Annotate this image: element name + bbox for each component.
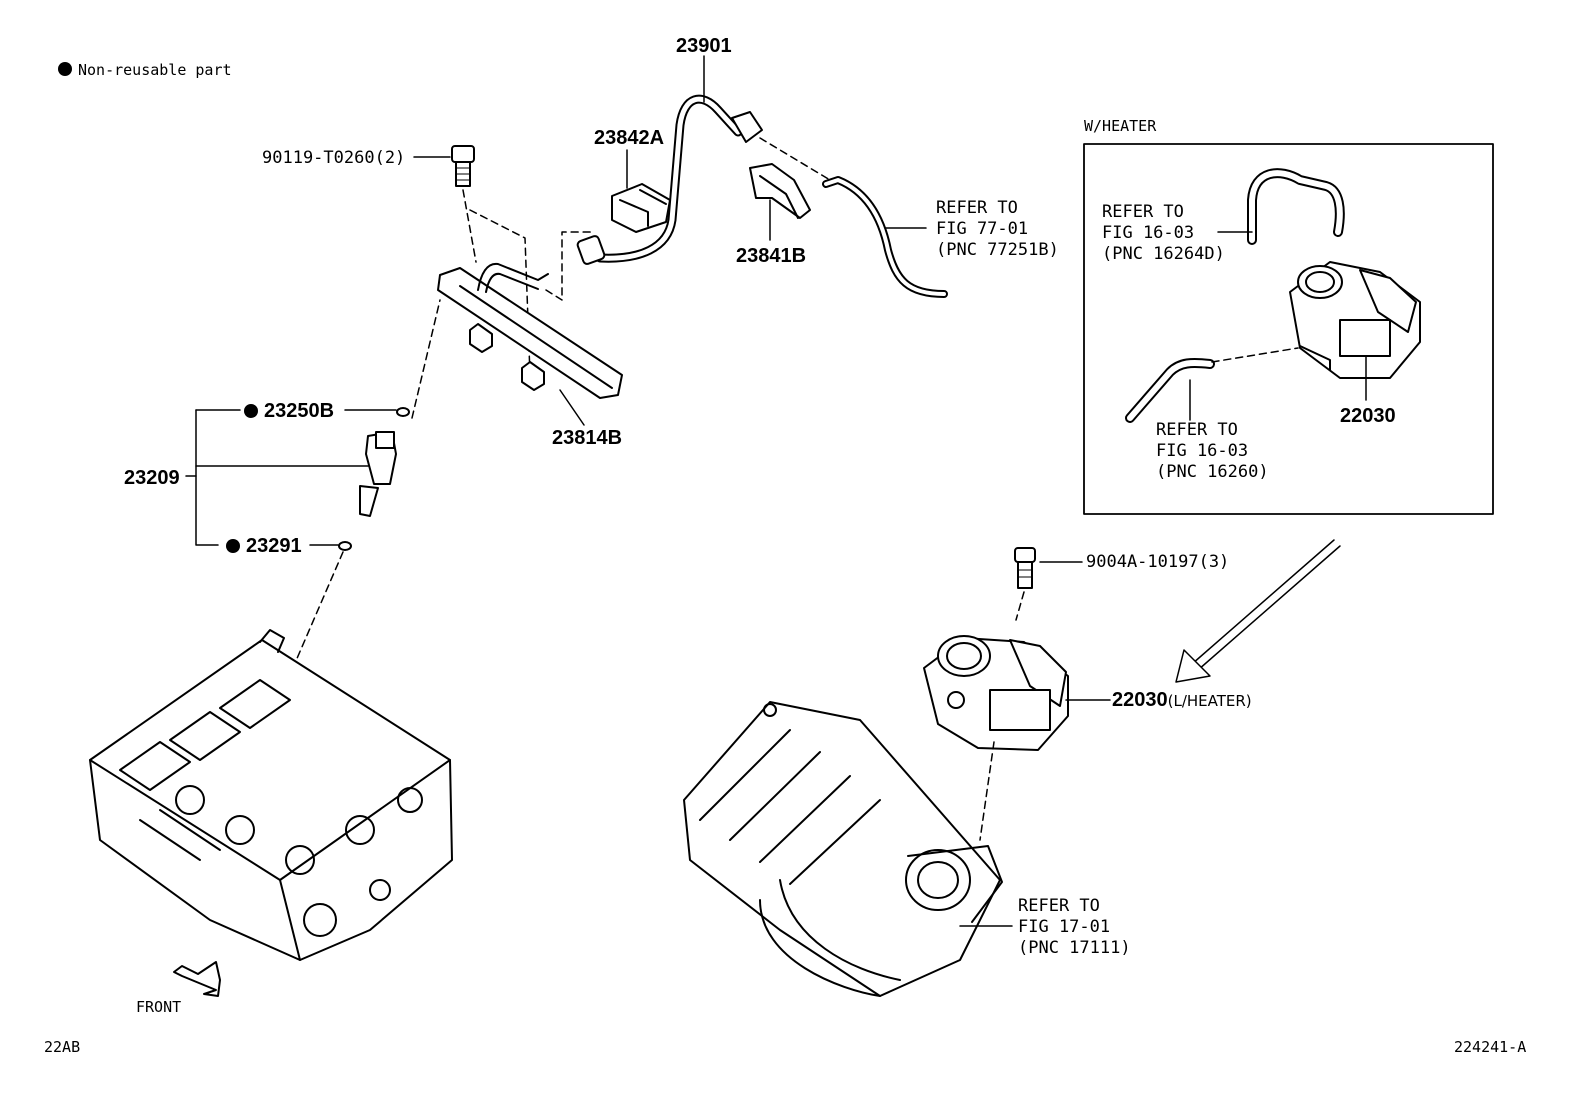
part-23291: 23291: [226, 536, 302, 556]
part-23814b: 23814B: [552, 427, 623, 449]
throttle-body-heater-icon: [1289, 261, 1421, 379]
clamp-23841b-icon: [749, 163, 811, 219]
part-22030-main: 22030(L/HEATER): [1112, 690, 1252, 710]
part-22030-heater: 22030: [1340, 405, 1396, 427]
clip-23842a-icon: [611, 183, 671, 233]
footer-right-code: 224241-A: [1454, 1038, 1527, 1056]
footer-left-code: 22AB: [44, 1038, 81, 1056]
non-reusable-dot-icon: [58, 62, 72, 76]
injector-icon: [338, 407, 410, 551]
part-23250b-number: 23250B: [264, 400, 335, 422]
refer-fig-77-01: REFER TO FIG 77-01 (PNC 77251B): [936, 198, 1059, 260]
part-23842a: 23842A: [594, 127, 665, 149]
non-reusable-dot-icon: [244, 404, 258, 418]
part-9004a: 9004A-10197(3): [1086, 552, 1230, 572]
legend-text: Non-reusable part: [78, 61, 232, 79]
fuel-line-icon: [822, 176, 948, 298]
refer-fig-16-03-b: REFER TO FIG 16-03 (PNC 16260): [1156, 420, 1269, 482]
part-90119: 90119-T0260(2): [262, 148, 406, 168]
cylinder-head-icon: [89, 629, 453, 961]
large-arrow-icon: [1175, 539, 1341, 683]
w-heater-box: [1083, 143, 1494, 515]
coolant-hose-lower-icon: [1125, 358, 1215, 423]
part-23291-number: 23291: [246, 535, 302, 557]
part-23250b: 23250B: [244, 401, 334, 421]
fuel-hose-icon: [576, 94, 763, 265]
legend: Non-reusable part: [58, 62, 232, 78]
part-22030-sub: (L/HEATER): [1167, 692, 1252, 710]
part-23901: 23901: [676, 35, 732, 57]
throttle-body-main-icon: [923, 635, 1069, 751]
fuel-rail-icon: [437, 262, 623, 399]
refer-fig-17-01: REFER TO FIG 17-01 (PNC 17111): [1018, 896, 1131, 958]
bolt-90119-icon: [451, 145, 475, 187]
refer-fig-16-03-a: REFER TO FIG 16-03 (PNC 16264D): [1102, 202, 1225, 264]
w-heater-title: W/HEATER: [1084, 117, 1157, 135]
part-22030-main-number: 22030: [1112, 689, 1168, 711]
intake-manifold-icon: [683, 701, 1003, 997]
coolant-hose-upper-icon: [1247, 168, 1345, 245]
front-label: FRONT: [136, 998, 182, 1016]
part-23209: 23209: [124, 467, 180, 489]
bolt-9004a-icon: [1014, 547, 1036, 589]
non-reusable-dot-icon: [226, 539, 240, 553]
front-arrow-icon: [173, 961, 221, 997]
part-23841b: 23841B: [736, 245, 807, 267]
